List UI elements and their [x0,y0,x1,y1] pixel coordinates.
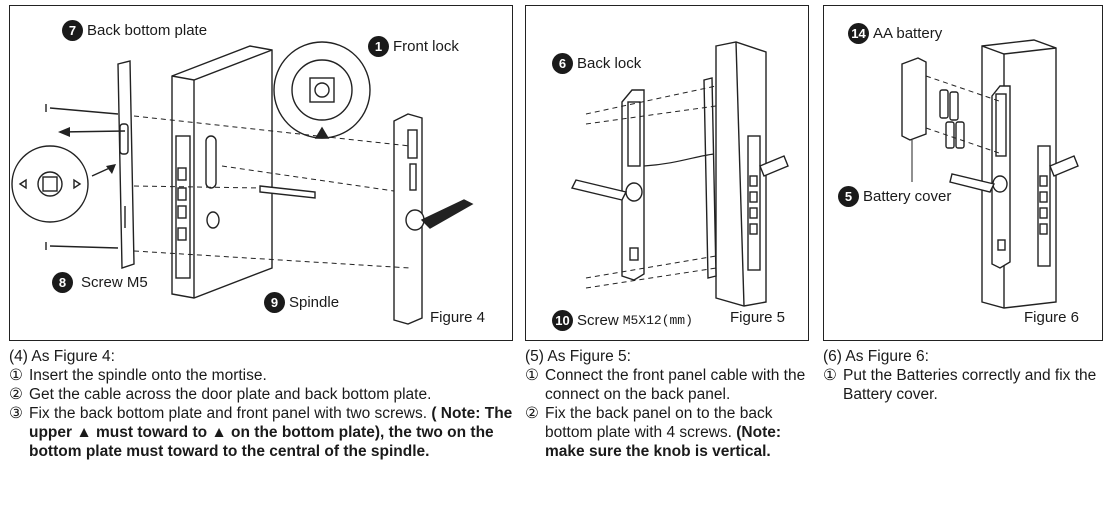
callout-label: Back bottom plate [87,22,208,39]
callout-label: Battery cover [863,188,952,205]
callout-label: AA battery [873,25,943,42]
step-marker: ③ [9,405,23,422]
instructions-figure-6: (6) As Figure 6: ① Put the Batteries cor… [823,347,1103,404]
callout-back-lock: 6 Back lock [552,53,641,74]
step-1: ① Put the Batteries correctly and fix th… [823,366,1103,404]
figure-5-panel: 6 Back lock 10 Screw M5X12(mm) Figure 5 [525,5,809,341]
step-2: ② Fix the back panel on to the back bott… [525,404,809,461]
step-1: ① Insert the spindle onto the mortise. [9,366,517,385]
step-text: Fix the back bottom plate and front pane… [29,405,428,422]
callout-number: 8 [52,272,73,293]
figure-5-diagram [570,41,789,307]
figure-6-label: Figure 6 [1024,309,1080,326]
figure-6-panel: 14 AA battery 5 Battery cover Figure 6 [823,5,1103,341]
step-marker: ② [9,386,23,403]
step-text: Fix the back panel on to the back bottom… [545,405,773,441]
callout-front-lock: 1 Front lock [368,36,459,57]
callout-screw-m5x12: 10 Screw M5X12(mm) [552,310,693,331]
figure-5-label: Figure 5 [730,309,786,326]
step-1: ① Connect the front panel cable with the… [525,366,809,404]
step-text: Insert the spindle onto the mortise. [29,367,267,384]
instructions-figure-5: (5) As Figure 5: ① Connect the front pan… [525,347,809,461]
callout-label: Screw [577,312,619,329]
step-marker: ① [525,367,539,384]
instructions-heading: (5) As Figure 5: [525,348,631,365]
step-text: Get the cable across the door plate and … [29,386,432,403]
instructions-heading: (4) As Figure 4: [9,348,115,365]
callout-number: 7 [62,20,83,41]
step-3: ③ Fix the back bottom plate and front pa… [9,404,517,461]
callout-spec: M5X12(mm) [622,313,693,328]
step-text: Connect the front panel cable with the c… [545,367,806,403]
instructions-figure-4: (4) As Figure 4: ① Insert the spindle on… [9,347,517,461]
figure-6-diagram [901,39,1079,309]
step-marker: ① [823,367,837,384]
instructions-heading: (6) As Figure 6: [823,348,929,365]
callout-aa-battery: 14 AA battery [848,23,942,44]
step-note: ( Note: The upper ▲ must toward to ▲ on … [29,405,513,460]
callout-number: 9 [264,292,285,313]
callout-number: 14 [848,23,869,44]
step-text: Put the Batteries correctly and fix the … [843,367,1097,403]
callout-number: 5 [838,186,859,207]
callout-screw-m5: 8 Screw M5 [52,272,148,293]
figure-4-diagram [11,41,474,325]
callout-number: 1 [368,36,389,57]
figure-4-panel: 7 Back bottom plate 1 Front lock 8 Screw… [9,5,513,341]
step-2: ② Get the cable across the door plate an… [9,385,517,404]
figure-4-label: Figure 4 [430,309,486,326]
callout-number: 6 [552,53,573,74]
callout-battery-cover: 5 Battery cover [838,186,951,207]
step-marker: ① [9,367,23,384]
callout-back-bottom-plate: 7 Back bottom plate [62,20,207,41]
step-marker: ② [525,405,539,422]
callout-label: Spindle [289,294,340,311]
callout-label: Back lock [577,55,642,72]
callout-label: Screw M5 [81,274,148,291]
step-note: (Note: make sure the knob is vertical. [545,424,782,460]
callout-spindle: 9 Spindle [264,292,339,313]
callout-label: Front lock [393,38,459,55]
callout-number: 10 [552,310,573,331]
